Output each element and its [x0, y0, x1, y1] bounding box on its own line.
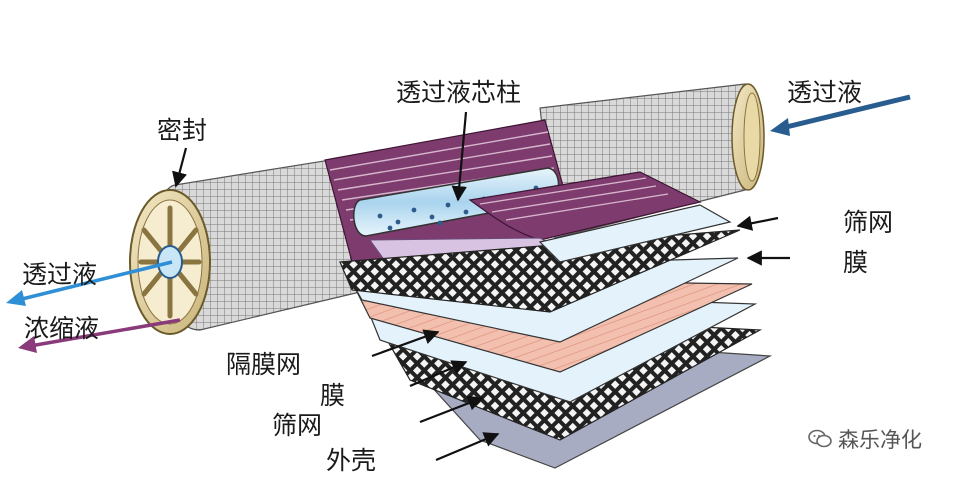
label-mesh-left: 筛网	[272, 411, 323, 440]
label-mesh-right: 筛网	[843, 208, 894, 237]
label-permeate-out: 透过液	[22, 260, 98, 289]
label-permeate-in: 透过液	[787, 78, 863, 107]
watermark-text: 森乐净化	[838, 428, 922, 452]
pointer-arrows	[172, 111, 790, 462]
label-seal: 密封	[157, 116, 208, 145]
flow-arrows	[6, 94, 911, 353]
label-spacer-membrane: 隔膜网	[226, 350, 302, 379]
exploded-layers	[339, 204, 773, 469]
wechat-icon	[808, 429, 832, 448]
label-membrane-right: 膜	[843, 248, 869, 277]
label-membrane-left: 膜	[320, 381, 346, 410]
label-concentrate: 浓缩液	[24, 314, 100, 343]
label-core-tube: 透过液芯柱	[396, 78, 522, 107]
layer-light-1	[538, 204, 732, 263]
unrolled-flap	[468, 171, 702, 241]
permeate-outflow-arrow	[17, 260, 173, 302]
watermark: 森乐净化	[808, 424, 922, 454]
membrane-cylinder	[129, 83, 765, 335]
permeate-inflow-arrow	[781, 94, 911, 131]
concentrate-outflow-arrow	[29, 318, 181, 348]
label-shell: 外壳	[326, 446, 377, 475]
